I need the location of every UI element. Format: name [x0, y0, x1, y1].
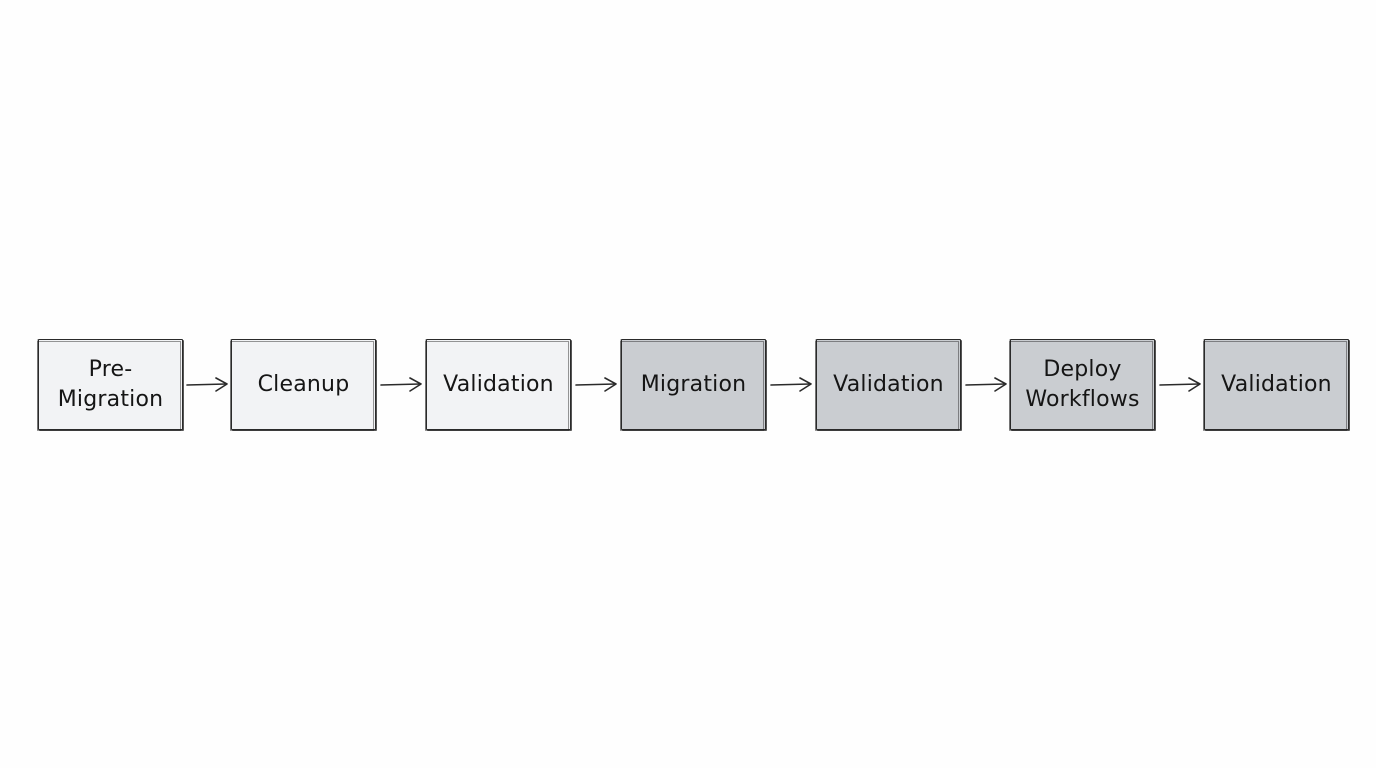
step-label: Validation: [833, 371, 944, 397]
step-deploy-workflows: Deploy Workflows: [1009, 339, 1155, 431]
arrow-4-icon: [770, 377, 812, 392]
step-label: Pre- Migration: [57, 356, 164, 412]
step-label: Validation: [1221, 371, 1332, 397]
arrow-3-icon: [575, 377, 617, 392]
step-validation-1: Validation: [425, 339, 571, 431]
arrow-6-icon: [1159, 377, 1201, 392]
step-label: Cleanup: [257, 371, 350, 397]
step-validation-2: Validation: [815, 339, 961, 431]
arrow-1-icon: [186, 377, 228, 392]
step-pre-migration: Pre- Migration: [37, 339, 183, 431]
arrow-5-icon: [965, 377, 1007, 392]
arrow-2-icon: [380, 377, 422, 392]
step-label: Migration: [640, 371, 747, 397]
step-migration: Migration: [620, 339, 766, 431]
step-cleanup: Cleanup: [230, 339, 376, 431]
step-validation-3: Validation: [1203, 339, 1349, 431]
step-label: Validation: [443, 371, 554, 397]
step-label: Deploy Workflows: [1025, 356, 1140, 412]
